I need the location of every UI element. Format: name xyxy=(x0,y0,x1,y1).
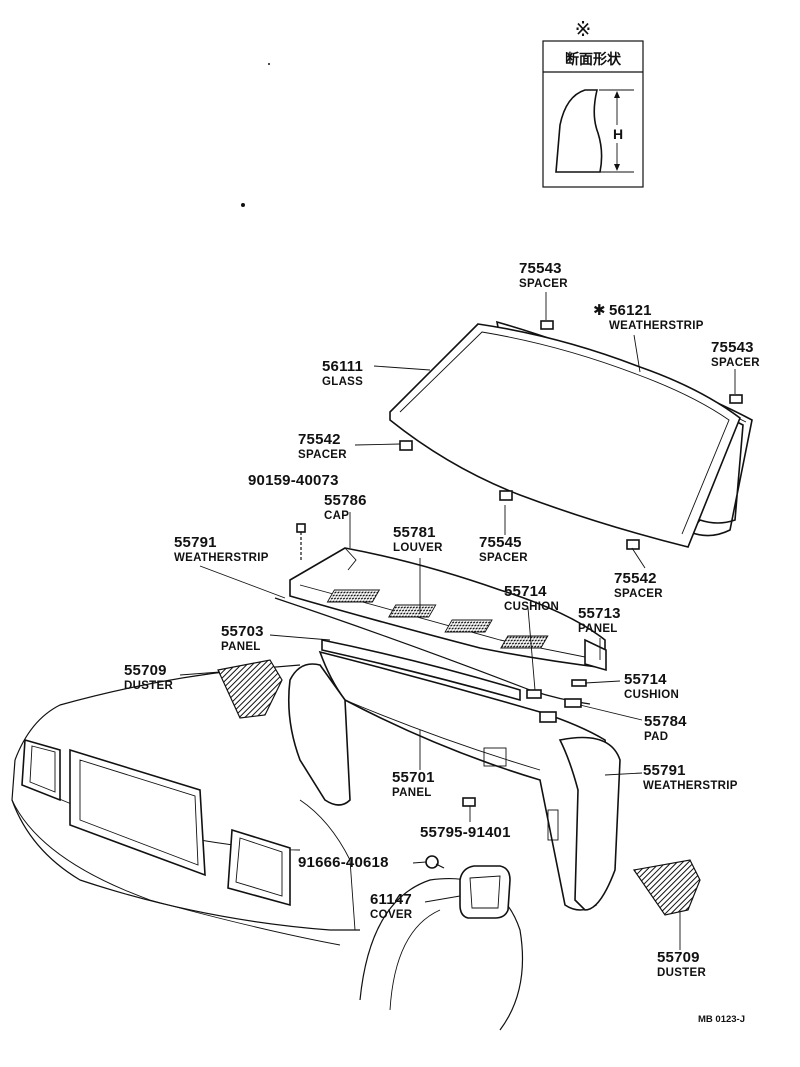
leader-lines xyxy=(179,292,736,950)
part-label-spacer-75543-right: 75543 SPACER xyxy=(711,339,760,369)
part-name: PANEL xyxy=(221,641,261,653)
section-mark: ※ xyxy=(575,19,592,41)
part-number: 55791 xyxy=(174,534,217,551)
spacer-75543-top-part xyxy=(540,320,554,330)
part-name: GLASS xyxy=(322,376,363,388)
speck xyxy=(268,63,270,65)
drawing-code: MB 0123-J xyxy=(698,1014,745,1025)
section-detail: ※ 断面形状 H xyxy=(542,19,644,188)
screw-91666-shank xyxy=(435,863,445,869)
part-label-panel-55701: 55701 PANEL xyxy=(392,769,435,799)
part-number: 55713 xyxy=(578,605,621,622)
part-label-weatherstrip-56121: ✱ 56121 WEATHERSTRIP xyxy=(593,302,704,332)
part-number: 75543 xyxy=(519,260,562,277)
part-mark: ✱ xyxy=(593,302,606,319)
spacer-75542-left-part xyxy=(399,440,413,451)
screw-91666-part xyxy=(425,855,439,869)
part-name: SPACER xyxy=(614,588,663,600)
speck xyxy=(241,203,245,207)
part-number: 55709 xyxy=(124,662,167,679)
part-number: 55791 xyxy=(643,762,686,779)
part-label-screw-91666: 91666-40618 xyxy=(298,854,389,871)
part-label-glass-56111: 56111 GLASS xyxy=(322,358,363,388)
part-name: LOUVER xyxy=(393,542,443,554)
part-name: WEATHERSTRIP xyxy=(174,552,269,564)
part-label-louver-55781: 55781 LOUVER xyxy=(393,524,443,554)
part-label-spacer-75542-left: 75542 SPACER xyxy=(298,431,347,461)
part-name: CUSHION xyxy=(624,689,679,701)
weatherstrip-section-shape xyxy=(555,89,603,173)
part-number: 55795-91401 xyxy=(420,824,511,841)
part-number: 91666-40618 xyxy=(298,854,389,871)
part-label-clip-55795: 55795-91401 xyxy=(420,824,511,841)
duster-55709-left-part xyxy=(217,659,283,719)
part-number: 75542 xyxy=(614,570,657,587)
part-label-cushion-55714-right: 55714 CUSHION xyxy=(624,671,679,701)
bolt-90159-part xyxy=(296,523,306,560)
part-number: 75542 xyxy=(298,431,341,448)
part-label-weatherstrip-55791-right: 55791 WEATHERSTRIP xyxy=(643,762,738,792)
spacer-75543-right-part xyxy=(729,394,743,404)
part-name: PAD xyxy=(644,731,668,743)
part-name: CAP xyxy=(324,510,349,522)
part-number: 75543 xyxy=(711,339,754,356)
part-label-duster-55709-left: 55709 DUSTER xyxy=(124,662,173,692)
glass-56111-drawing xyxy=(389,323,741,548)
part-number: 55786 xyxy=(324,492,367,509)
part-label-cushion-55714-top: 55714 CUSHION xyxy=(504,583,559,613)
part-number: 61147 xyxy=(370,891,412,908)
section-box-title: 断面形状 xyxy=(565,51,622,67)
part-number: 90159-40073 xyxy=(248,472,339,489)
part-number: 55703 xyxy=(221,623,264,640)
part-number: 56111 xyxy=(322,358,363,375)
part-name: PANEL xyxy=(392,787,432,799)
cowl-louver-assembly xyxy=(274,547,621,911)
part-name: WEATHERSTRIP xyxy=(609,320,704,332)
cover-61147-part xyxy=(459,865,511,919)
part-name: SPACER xyxy=(298,449,347,461)
part-label-spacer-75543-top: 75543 SPACER xyxy=(519,260,568,290)
part-label-weatherstrip-55791-left: 55791 WEATHERSTRIP xyxy=(174,534,269,564)
part-name: CUSHION xyxy=(504,601,559,613)
part-number: 55701 xyxy=(392,769,435,786)
part-name: PANEL xyxy=(578,623,618,635)
car-body-outline xyxy=(11,664,524,1031)
section-box-frame xyxy=(542,40,644,188)
part-number: 55781 xyxy=(393,524,436,541)
part-number: 56121 xyxy=(609,302,652,319)
clip-55795-part xyxy=(462,797,476,807)
part-label-spacer-75545: 75545 SPACER xyxy=(479,534,528,564)
spacer-75545-part xyxy=(499,490,513,501)
part-label-bolt-90159: 90159-40073 xyxy=(248,472,339,489)
part-name: DUSTER xyxy=(124,680,173,692)
dimension-label: H xyxy=(613,126,623,142)
part-name: SPACER xyxy=(479,552,528,564)
part-label-spacer-75542-right: 75542 SPACER xyxy=(614,570,663,600)
part-label-cover-61147: 61147 COVER xyxy=(370,891,413,921)
part-label-panel-55713: 55713 PANEL xyxy=(578,605,621,635)
part-name: SPACER xyxy=(519,278,568,290)
part-name: DUSTER xyxy=(657,967,706,979)
part-name: SPACER xyxy=(711,357,760,369)
part-label-duster-55709-right: 55709 DUSTER xyxy=(657,949,706,979)
part-number: 55714 xyxy=(624,671,667,688)
part-number: 55784 xyxy=(644,713,687,730)
part-label-pad-55784: 55784 PAD xyxy=(644,713,687,743)
part-label-panel-55703: 55703 PANEL xyxy=(221,623,264,653)
part-name: WEATHERSTRIP xyxy=(643,780,738,792)
spacer-75542-right-part xyxy=(626,539,640,550)
part-number: 75545 xyxy=(479,534,522,551)
duster-55709-right-part xyxy=(632,859,701,916)
part-number: 55709 xyxy=(657,949,700,966)
part-number: 55714 xyxy=(504,583,547,600)
part-name: COVER xyxy=(370,909,413,921)
part-label-cap-55786: 55786 CAP xyxy=(324,492,367,522)
